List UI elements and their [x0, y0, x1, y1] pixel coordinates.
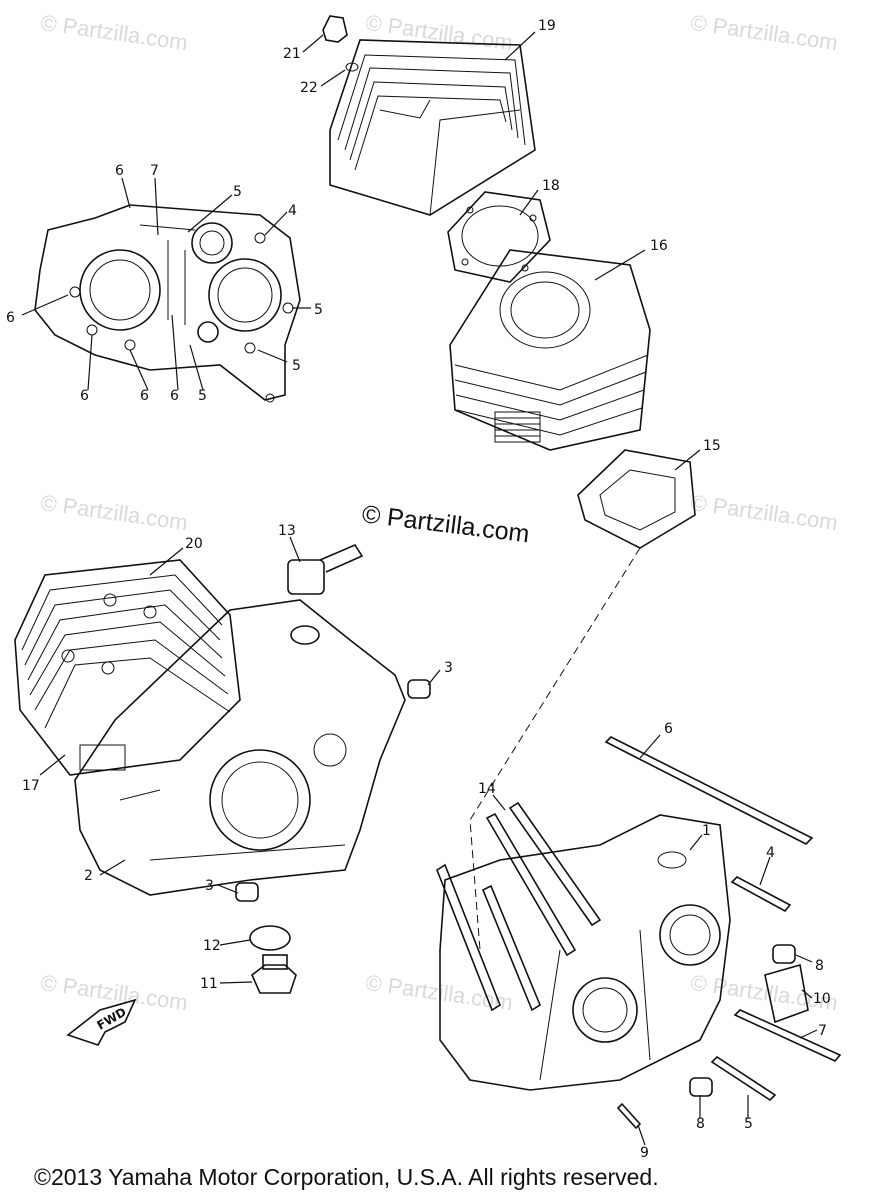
callout-15: 15: [703, 438, 721, 454]
inset-callout-6: 6: [6, 310, 15, 326]
inset-callout-5: 5: [314, 302, 323, 318]
inset-callout-5: 5: [233, 184, 242, 200]
dowel-3: [235, 882, 259, 902]
callout-12: 12: [203, 938, 221, 954]
callout-9: 9: [640, 1145, 649, 1161]
cylinder-head-20: [14, 559, 241, 776]
callout-labels: 19 21 22 18 16 15 20 13 3 17 2 3 12 11 6…: [6, 18, 831, 1161]
callout-4: 4: [766, 845, 775, 861]
forward-arrow: FWD: [66, 998, 137, 1046]
bolt-4: [730, 876, 792, 913]
callout-3: 3: [205, 878, 214, 894]
leader-lines: [21, 31, 818, 1146]
callout-2: 2: [84, 868, 93, 884]
dowel-3: [407, 679, 431, 699]
callout-5: 5: [744, 1116, 753, 1132]
callout-11: 11: [200, 976, 218, 992]
callout-14: 14: [478, 781, 496, 797]
callout-22: 22: [300, 80, 318, 96]
callout-3: 3: [444, 660, 453, 676]
callout-21: 21: [283, 46, 301, 62]
gasket-12: [249, 925, 291, 951]
crankcase-right-1: [439, 814, 731, 1091]
bolt-7: [733, 1009, 842, 1062]
callout-6: 6: [664, 721, 673, 737]
base-gasket-15: [577, 449, 696, 549]
callout-7: 7: [818, 1023, 827, 1039]
drain-plug-11: [251, 954, 297, 994]
callout-20: 20: [185, 536, 203, 552]
inset-callout-6: 6: [115, 163, 124, 179]
breather-13: [287, 543, 364, 595]
callout-17: 17: [22, 778, 40, 794]
callout-1: 1: [702, 823, 711, 839]
callout-8: 8: [815, 958, 824, 974]
callout-10: 10: [813, 991, 831, 1007]
pin-9: [616, 1102, 642, 1130]
inset-callout-7: 7: [150, 163, 159, 179]
assembly-line: [469, 547, 641, 951]
dowel-8: [689, 1077, 713, 1097]
copyright-footer: ©2013 Yamaha Motor Corporation, U.S.A. A…: [34, 1164, 659, 1190]
studs-14: [436, 801, 602, 1012]
inset-callout-4: 4: [288, 203, 297, 219]
inset-callout-5: 5: [292, 358, 301, 374]
inset-callout-5: 5: [198, 388, 207, 404]
dowel-8: [772, 944, 796, 964]
callout-18: 18: [542, 178, 560, 194]
cylinder-16: [449, 249, 651, 451]
inset-callout-6: 6: [80, 388, 89, 404]
inset-callout-6: 6: [140, 388, 149, 404]
crankcase-inset: [34, 204, 301, 403]
crankcase-left-2: [74, 599, 406, 896]
callout-16: 16: [650, 238, 668, 254]
plug-21: [322, 15, 359, 72]
inset-callout-6: 6: [170, 388, 179, 404]
bolt-5: [710, 1055, 777, 1102]
cylinder-head-19: [329, 39, 536, 216]
callout-8: 8: [696, 1116, 705, 1132]
callout-13: 13: [278, 523, 296, 539]
callout-19: 19: [538, 18, 556, 34]
plate-10: [764, 963, 809, 1024]
bolt-6: [604, 736, 814, 845]
